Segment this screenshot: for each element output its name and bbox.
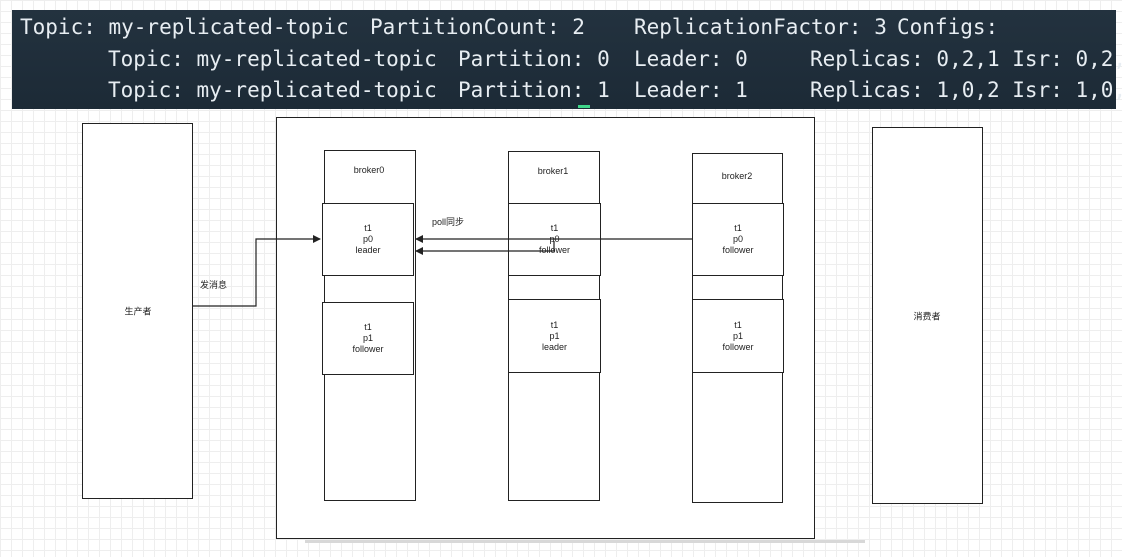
terminal-output: Topic: my-replicated-topic PartitionCoun… <box>12 10 1122 109</box>
consumer-box[interactable] <box>872 127 983 504</box>
broker2-p1-role: follower <box>722 341 754 352</box>
horizontal-scrollbar[interactable] <box>305 540 865 543</box>
poll-sync-label: poll同步 <box>432 217 465 227</box>
terminal-row-leader: Leader: 1 <box>634 78 748 102</box>
terminal-row-leader: Leader: 0 <box>634 47 748 71</box>
terminal-replication-factor: ReplicationFactor: 3 <box>634 15 887 39</box>
terminal-row-topic: Topic: my-replicated-topic <box>108 78 437 102</box>
broker1-p0-topic: t1 <box>550 223 559 233</box>
broker1-p0-partition: p0 <box>549 234 560 244</box>
broker2-p1-topic: t1 <box>734 319 742 330</box>
consumer-label: 消费者 <box>913 311 941 322</box>
broker0-p0-topic: t1 <box>364 223 372 233</box>
broker0-partition0[interactable]: t1 p0 leader <box>322 203 414 276</box>
broker2-p0-partition: p0 <box>732 234 743 244</box>
broker1-p1-role: leader <box>541 341 568 352</box>
broker0-label: broker0 <box>353 165 385 175</box>
broker0-p0-role: leader <box>355 245 381 255</box>
broker2-p0-topic: t1 <box>734 223 742 233</box>
terminal-row-replicas: Replicas: 0,2,1 Isr: 0,2,1 <box>810 47 1122 71</box>
terminal-row-topic: Topic: my-replicated-topic <box>108 47 437 71</box>
terminal-cursor <box>578 105 590 108</box>
broker1-label: broker1 <box>537 166 569 176</box>
terminal-partition-count: PartitionCount: 2 <box>370 15 585 39</box>
broker0-p1-topic: t1 <box>364 322 372 332</box>
broker2-p1-partition: p1 <box>732 330 743 341</box>
broker2-partition0[interactable]: t1 p0 follower <box>692 203 784 276</box>
broker2-partition1[interactable]: t1 p1 follower <box>692 299 784 373</box>
broker1-p1-topic: t1 <box>550 319 559 330</box>
terminal-topic-summary: Topic: my-replicated-topic <box>20 15 349 39</box>
terminal-configs: Configs: <box>897 15 999 39</box>
broker0-p0-partition: p0 <box>362 234 373 244</box>
broker0-p1-partition: p1 <box>362 333 373 343</box>
broker2-p0-role: follower <box>722 245 754 255</box>
broker1-partition1[interactable]: t1 p1 leader <box>508 299 601 373</box>
broker2-label: broker2 <box>721 171 753 181</box>
broker1-p0-role: follower <box>538 245 570 255</box>
terminal-row-partition: Partition: 0 <box>458 47 610 71</box>
producer-label: 生产者 <box>124 306 152 317</box>
broker0-p1-role: follower <box>352 344 384 354</box>
producer-box[interactable] <box>82 123 193 499</box>
broker0-partition1[interactable]: t1 p1 follower <box>322 302 414 375</box>
send-message-label: 发消息 <box>200 280 228 290</box>
broker1-p1-partition: p1 <box>549 330 560 341</box>
broker1-partition0[interactable]: t1 p0 follower <box>508 203 601 276</box>
terminal-row-replicas: Replicas: 1,0,2 Isr: 1,0,2 <box>810 78 1122 102</box>
terminal-row-partition: Partition: 1 <box>458 78 610 102</box>
